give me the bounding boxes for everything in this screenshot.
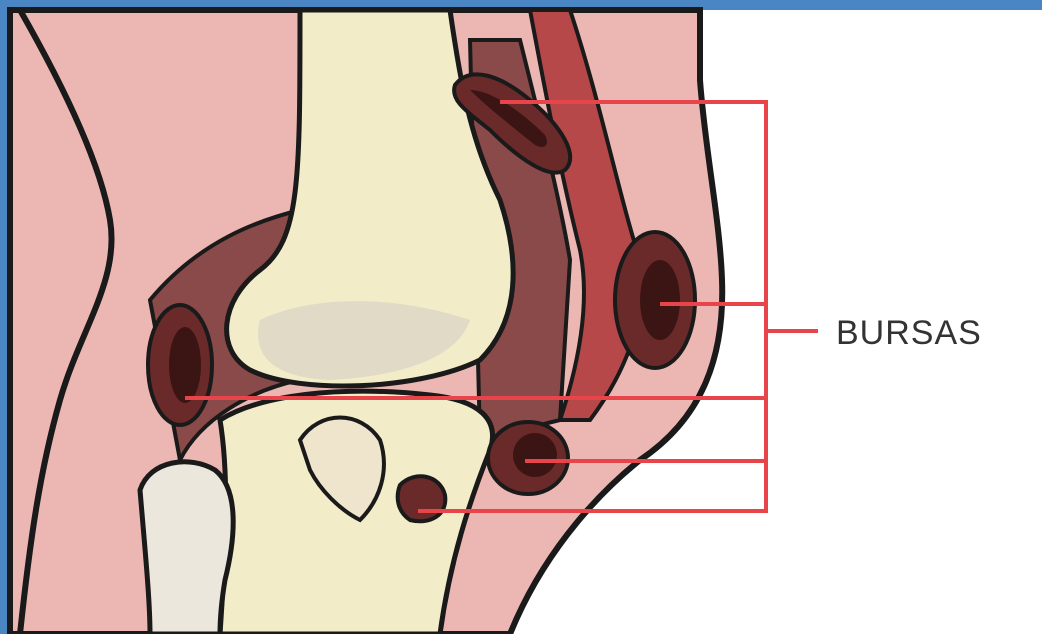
bursas-label: BURSAS [836,314,982,352]
bursa-posterior [148,305,212,425]
bursa-deep-infrapatellar [398,476,446,521]
fibula-bone [140,462,233,634]
bursa-infrapatellar [488,422,568,494]
bursa-prepatellar [615,232,695,368]
